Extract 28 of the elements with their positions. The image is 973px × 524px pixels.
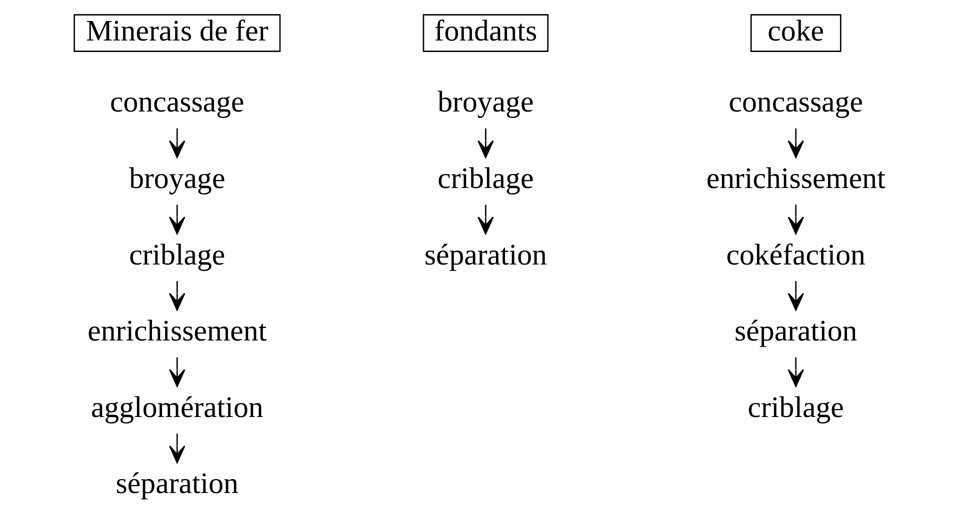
node-box: coke [750,14,842,52]
arrow [169,280,186,311]
node-text: criblage [438,162,534,196]
node-text: concassage [728,86,863,119]
node-text: enrichissement [706,162,886,196]
node-box: Minerais de fer [74,14,281,52]
arrow [169,128,186,158]
node-text: criblage [129,238,226,272]
node-text: séparation [734,314,858,348]
node-text: agglomération [90,390,264,424]
arrow [788,280,804,311]
node-text: cokéfaction [726,238,866,272]
node-text: séparation [116,467,238,500]
arrow [169,434,186,464]
node-text: broyage [129,162,226,196]
arrow [478,128,494,158]
node-box: fondants [422,14,549,52]
node-text: enrichissement [88,314,267,348]
node-text: criblage [748,390,844,424]
arrow [788,357,804,387]
arrow [788,204,804,234]
arrow [169,357,186,387]
arrow [788,128,804,158]
arrow [169,204,186,234]
node-text: broyage [438,86,534,119]
node-text: séparation [424,238,547,272]
node-text: concassage [110,86,244,119]
arrow [478,204,494,234]
